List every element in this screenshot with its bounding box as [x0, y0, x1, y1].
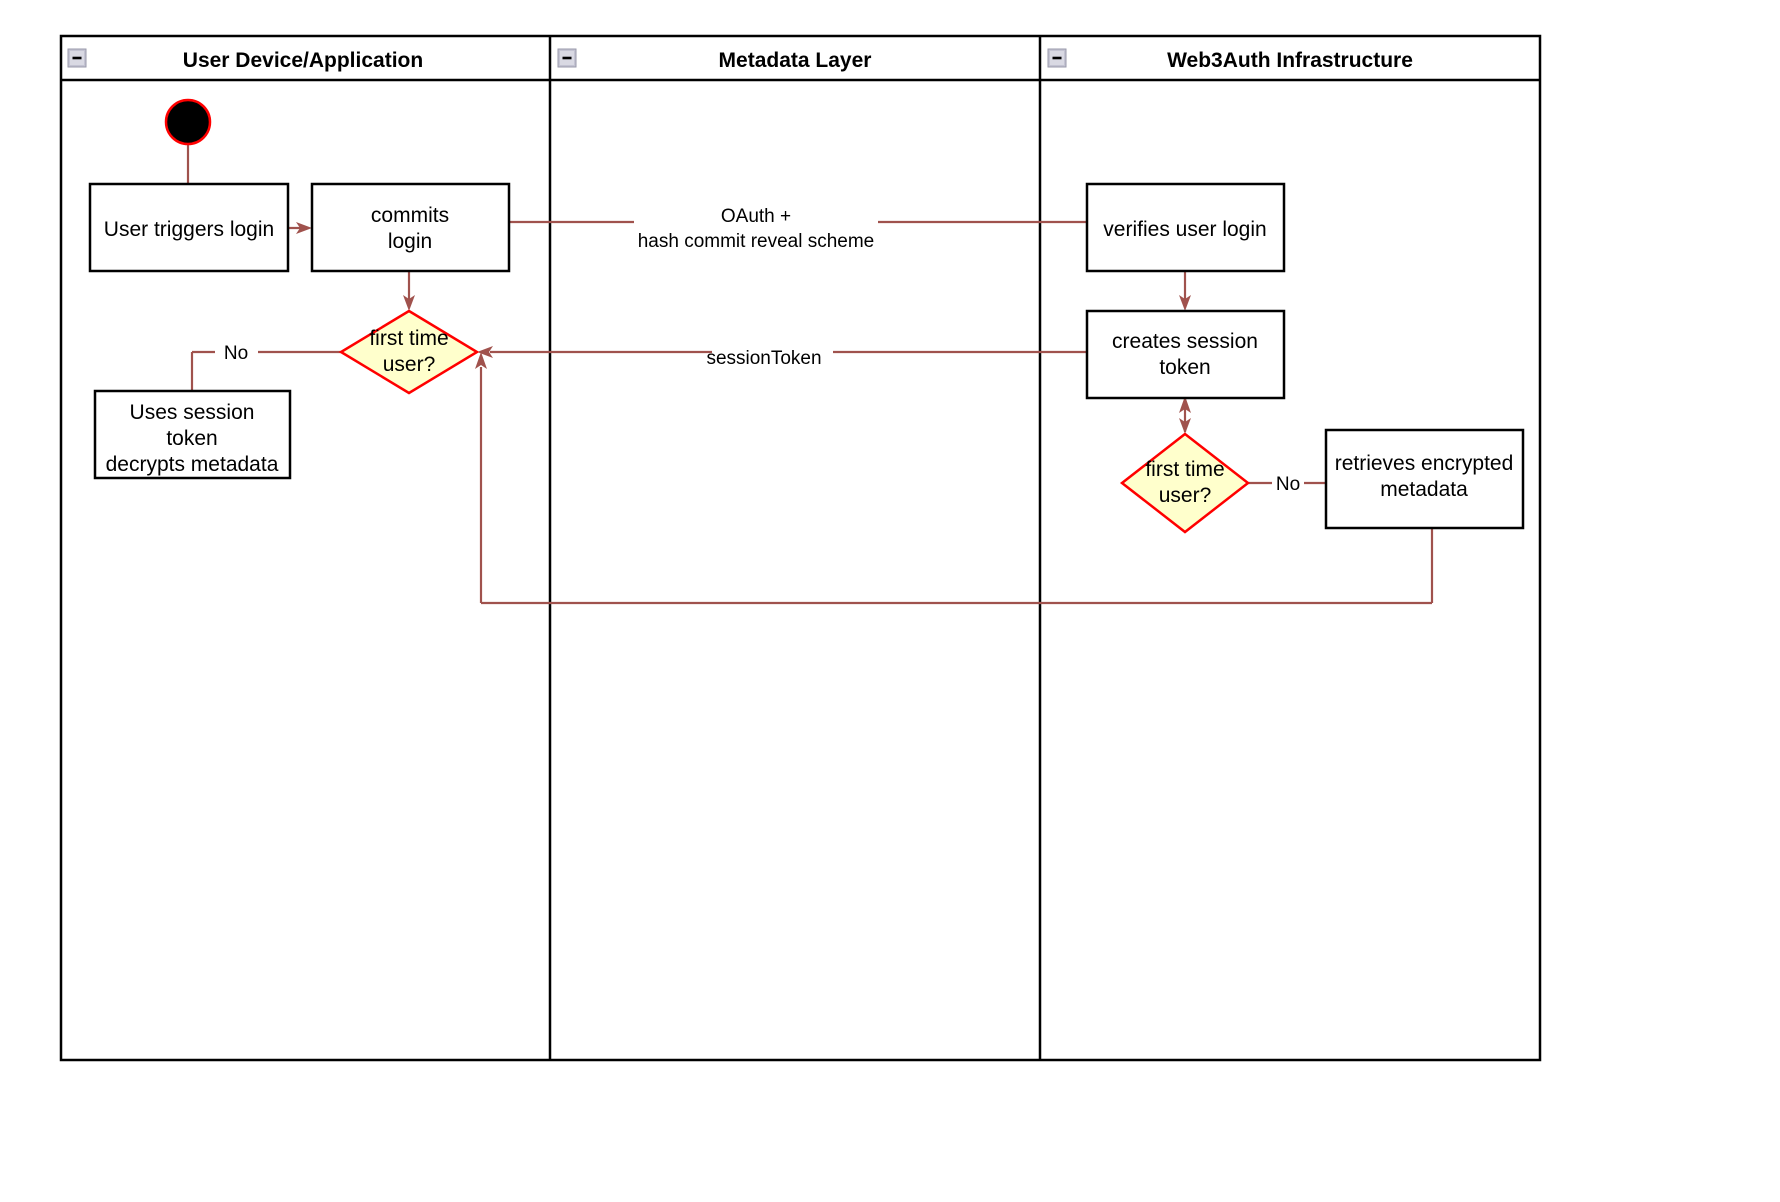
decision-label-line2: user?: [383, 353, 436, 376]
collapse-minus-icon[interactable]: [557, 48, 577, 68]
decision-label-line1: first time: [1145, 458, 1224, 481]
edge-verifies-user-login-to-creates-session-token: [1179, 271, 1191, 311]
activity-verifies-user-login[interactable]: verifies user login: [1085, 182, 1286, 273]
edge-session-token: sessionToken: [477, 346, 1087, 369]
edge-first-time-user-left-no-to-uses-session-token: No: [190, 343, 345, 391]
lane-header-metadata-layer[interactable]: Metadata Layer: [557, 48, 872, 72]
collapse-minus-icon[interactable]: [67, 48, 87, 68]
lane-header-user-device[interactable]: User Device/Application: [67, 48, 423, 72]
activity-label-line1: retrieves encrypted: [1335, 452, 1514, 475]
lane-header-web3auth[interactable]: Web3Auth Infrastructure: [1047, 48, 1413, 72]
edge-creates-session-token-to-first-time-user-right: [1179, 396, 1191, 434]
activity-retrieves-encrypted-metadata[interactable]: retrieves encrypted metadata: [1324, 428, 1525, 530]
decision-label-line2: user?: [1159, 484, 1212, 507]
activity-label-line1: commits: [371, 204, 449, 227]
activity-label-line2: login: [388, 230, 432, 253]
decision-first-time-user-right[interactable]: first time user?: [1119, 432, 1251, 534]
edge-label-no-left: No: [224, 343, 248, 364]
decision-label-line1: first time: [369, 327, 448, 350]
activity-label-line1: creates session: [1112, 330, 1258, 353]
swimlane-outer-border: [59, 34, 1542, 1062]
edge-label-oauth-line1: OAuth +: [721, 206, 791, 227]
activity-label: verifies user login: [1103, 218, 1266, 241]
start-node: [164, 98, 212, 146]
edge-first-time-user-right-no-to-retrieves-encrypted-metadata: No: [1248, 474, 1326, 495]
activity-label-line2: token: [1159, 356, 1210, 379]
collapse-minus-icon[interactable]: [1047, 48, 1067, 68]
edge-label-session-token: sessionToken: [706, 348, 821, 369]
swimlane-frame: [59, 34, 1542, 1062]
edge-commits-login-to-first-time-user-left: [403, 271, 415, 311]
activity-label-line1: Uses session: [130, 401, 255, 424]
activity-label-line2: token: [166, 427, 217, 450]
activity-label-line3: decrypts metadata: [106, 453, 279, 476]
activity-label: User triggers login: [104, 218, 274, 241]
lane-title-user-device: User Device/Application: [183, 49, 423, 72]
edge-commits-login-to-verifies-user-login: OAuth + hash commit reveal scheme: [509, 206, 1087, 252]
edge-label-no-right: No: [1276, 474, 1300, 495]
lane-title-metadata-layer: Metadata Layer: [719, 49, 872, 72]
edge-retrieves-encrypted-metadata-loopback: [475, 352, 1434, 605]
activity-creates-session-token[interactable]: creates session token: [1085, 309, 1286, 400]
lane-title-web3auth: Web3Auth Infrastructure: [1167, 49, 1413, 72]
decision-first-time-user-left[interactable]: first time user?: [338, 309, 480, 395]
edge-label-oauth-line2: hash commit reveal scheme: [638, 231, 875, 252]
edge-user-triggers-login-to-commits-login: [288, 222, 312, 234]
activity-user-triggers-login[interactable]: User triggers login: [88, 182, 290, 273]
activity-commits-login[interactable]: commits login: [310, 182, 511, 273]
activity-uses-session-token[interactable]: Uses session token decrypts metadata: [93, 389, 292, 480]
activity-label-line2: metadata: [1380, 478, 1468, 501]
